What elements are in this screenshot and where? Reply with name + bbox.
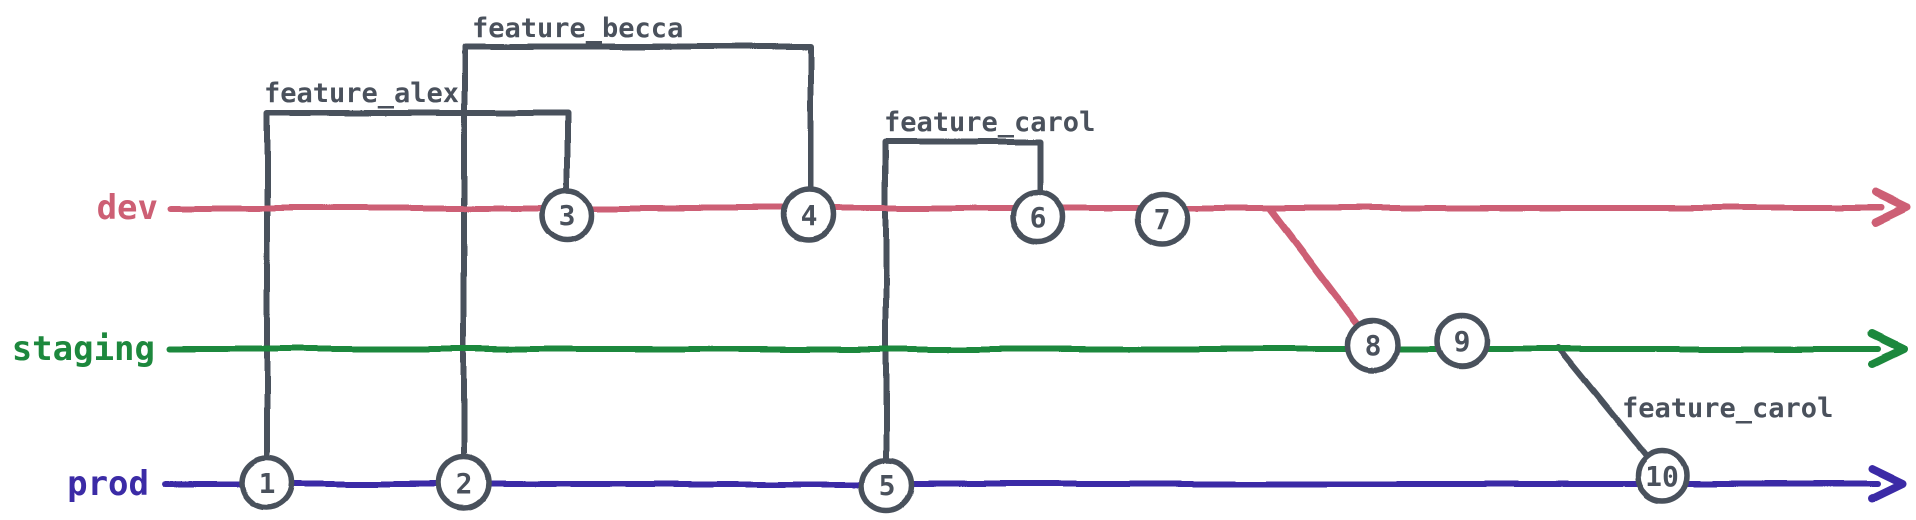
merge-dev-into-staging — [1266, 205, 1377, 349]
branch-label-dev: dev — [97, 188, 158, 228]
branch-label-staging: staging — [12, 329, 155, 369]
commit-node-number-5: 5 — [879, 469, 896, 502]
commit-node-circle-2 — [436, 455, 492, 511]
commit-node-circle-4 — [781, 187, 837, 243]
commit-node-number-8: 8 — [1365, 329, 1382, 362]
commit-node-number-10: 10 — [1645, 460, 1679, 493]
commit-node-circle-7 — [1134, 191, 1190, 247]
commit-node-number-1: 1 — [259, 467, 276, 500]
commit-node-number-3: 3 — [559, 199, 576, 232]
feature-branch-line-2 — [883, 139, 1043, 488]
feature-branch-label-3: feature_carol — [1622, 393, 1833, 424]
commit-node-circle-1 — [239, 455, 295, 511]
commit-node-number-4: 4 — [801, 199, 818, 232]
commit-node-circle-9 — [1434, 313, 1490, 369]
diagram-text-layer: dev staging prod feature_alex feature_beccaf… — [12, 13, 1834, 504]
branch-arrowhead-dev — [1872, 189, 1911, 227]
commit-node-circle-5 — [859, 457, 915, 513]
feature-branch-label-2: feature_carol — [884, 107, 1095, 138]
commit-node-number-7: 7 — [1154, 203, 1171, 236]
feature-branch-line-1 — [461, 44, 813, 486]
branch-arrowhead-prod — [1867, 465, 1906, 503]
feature-branch-label-0: feature_alex — [264, 78, 459, 109]
commit-node-circle-8 — [1345, 317, 1401, 373]
feature-branch-label-1: feature_becca — [472, 13, 683, 44]
commit-node-circle-3 — [539, 187, 595, 243]
commit-node-circle-6 — [1010, 189, 1066, 245]
branch-arrowhead-staging — [1869, 330, 1908, 368]
commit-node-number-9: 9 — [1454, 325, 1471, 358]
branch-label-prod: prod — [67, 464, 149, 504]
commit-node-number-6: 6 — [1030, 201, 1047, 234]
diagram-shapes-layer — [162, 44, 1911, 513]
commit-node-number-2: 2 — [456, 467, 473, 500]
commit-node-circle-10 — [1634, 448, 1690, 504]
feature-branch-line-0 — [264, 110, 570, 486]
